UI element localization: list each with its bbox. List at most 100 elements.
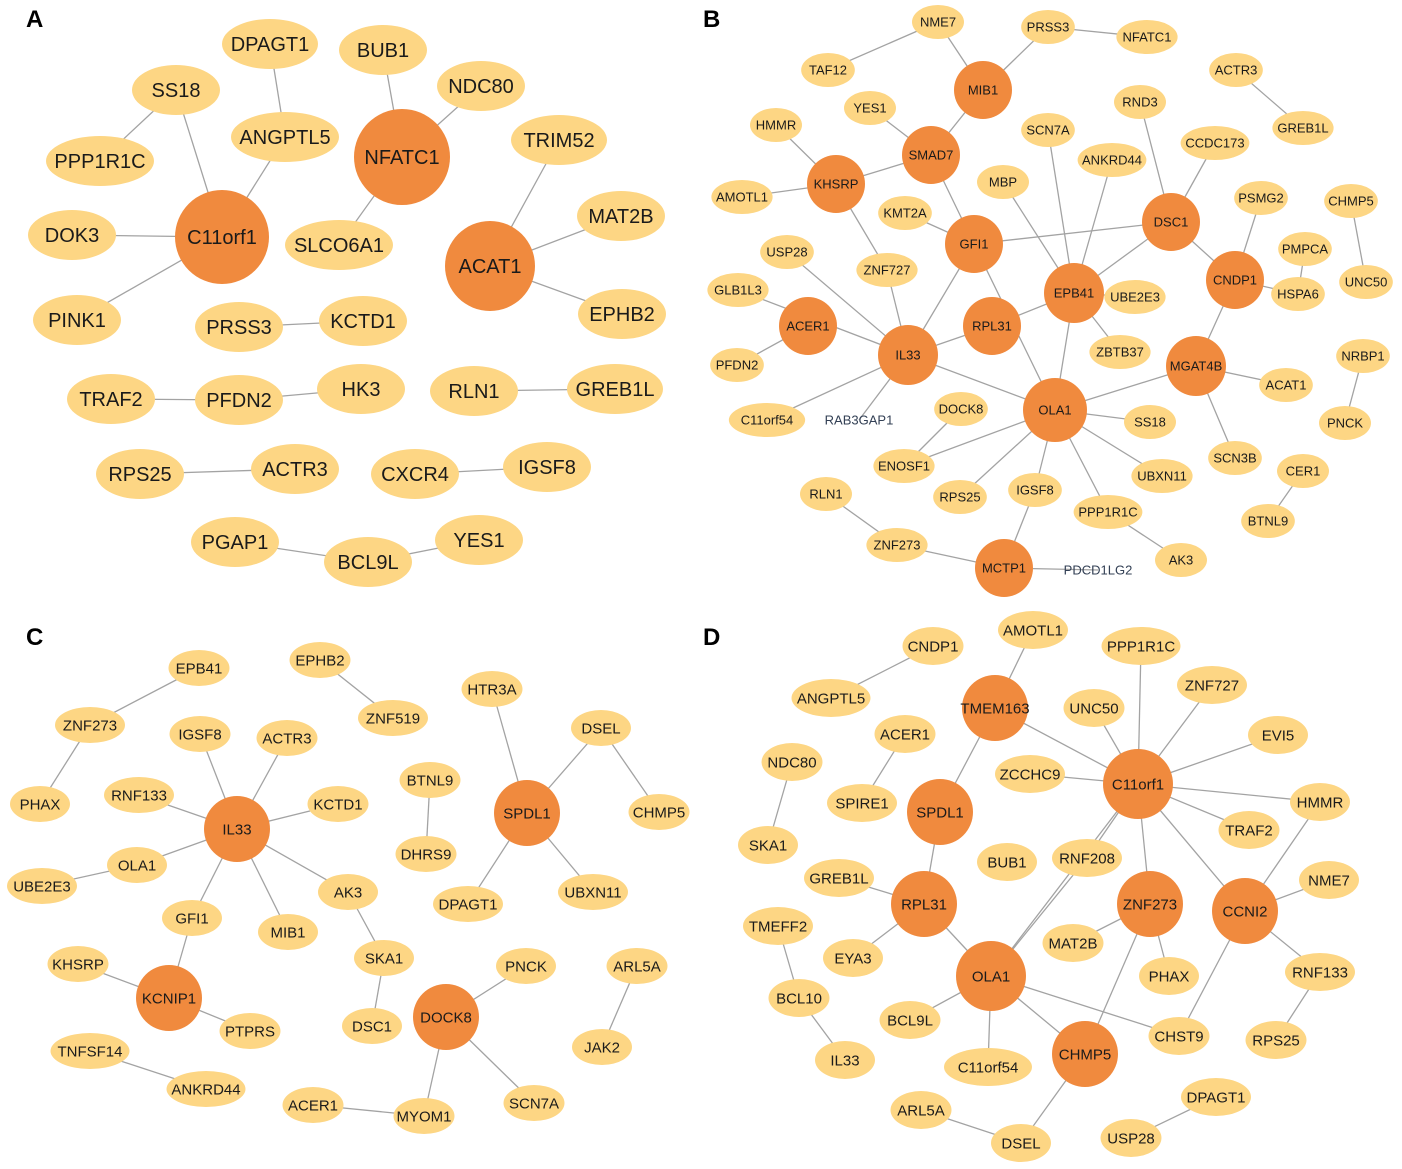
gene-label: AMOTL1	[1003, 622, 1063, 639]
gene-node-ellipse	[96, 449, 184, 499]
gene-label: HMMR	[1297, 794, 1344, 811]
gene-node-ellipse	[1324, 184, 1378, 218]
gene-node: DSEL	[991, 1124, 1051, 1162]
gene-node-ellipse	[1278, 232, 1332, 266]
interaction-edge	[973, 221, 1172, 245]
gene-label: YES1	[453, 530, 504, 552]
gene-node: PHAX	[1139, 957, 1199, 995]
gene-label: TNFSF14	[57, 1043, 122, 1060]
gene-node-ellipse	[912, 5, 964, 39]
gene-node-ellipse	[711, 180, 773, 214]
gene-node-ellipse	[168, 650, 230, 686]
gene-node-ellipse	[873, 449, 935, 483]
gene-node: EPHB2	[289, 642, 351, 678]
gene-node-ellipse	[1277, 454, 1329, 488]
gene-label: AK3	[1169, 553, 1194, 568]
gene-node-ellipse	[47, 946, 109, 982]
gene-node-ellipse	[571, 710, 631, 746]
gene-node: NME7	[912, 5, 964, 39]
hub-gene-node: IL33	[878, 325, 938, 385]
hub-node-circle	[902, 126, 960, 184]
gene-node-ellipse	[28, 210, 116, 260]
gene-node-ellipse	[738, 826, 798, 864]
gene-node-ellipse	[393, 1098, 455, 1134]
gene-node: C11orf54	[728, 403, 806, 437]
gene-node-ellipse	[572, 1029, 632, 1065]
gene-label: BTNL9	[407, 772, 454, 789]
gene-node-ellipse	[104, 777, 174, 813]
gene-node: ZNF273	[866, 528, 928, 562]
hub-gene-node: OLA1	[956, 941, 1026, 1011]
gene-node: UNC50	[1063, 689, 1125, 727]
gene-node: DPAGT1	[222, 19, 318, 69]
gene-node-ellipse	[628, 794, 690, 830]
gene-label: NFATC1	[1123, 30, 1172, 45]
gene-node-ellipse	[1248, 716, 1308, 754]
gene-node: AK3	[318, 874, 378, 910]
gene-label: TRAF2	[1225, 822, 1273, 839]
gene-label: ACER1	[880, 726, 930, 743]
gene-label: C11orf1	[1112, 776, 1164, 793]
hub-gene-node: KHSRP	[807, 155, 865, 213]
gene-node-ellipse	[1290, 783, 1350, 821]
gene-node: USP28	[760, 235, 814, 269]
gene-label: PSMG2	[1238, 191, 1284, 206]
gene-label: RLN1	[448, 381, 499, 403]
gene-node: PRSS3	[195, 302, 283, 352]
gene-node-ellipse	[1124, 405, 1176, 439]
gene-node: PPP1R1C	[46, 136, 154, 186]
gene-node-ellipse	[1021, 10, 1075, 44]
gene-label: SS18	[152, 80, 201, 102]
gene-label: HK3	[342, 379, 381, 401]
hub-gene-node: C11orf1	[1103, 749, 1173, 819]
gene-node-ellipse	[874, 715, 936, 753]
gene-node-ellipse	[169, 716, 231, 752]
gene-node-ellipse	[1272, 111, 1334, 145]
hub-gene-node: C11orf1	[175, 190, 269, 284]
gene-node: RNF208	[1052, 839, 1122, 877]
gene-label: ANKRD44	[171, 1081, 240, 1098]
gene-node-ellipse	[55, 707, 125, 743]
gene-node-ellipse	[1114, 85, 1166, 119]
hub-gene-node: IL33	[204, 796, 270, 862]
gene-node-ellipse	[844, 91, 896, 125]
gene-label: SPIRE1	[835, 795, 888, 812]
gene-node-ellipse	[991, 1124, 1051, 1162]
gene-node: ANGPTL5	[231, 112, 339, 162]
gene-node-ellipse	[710, 348, 764, 382]
gene-label: PNCK	[505, 958, 547, 975]
gene-label: ZCCHC9	[1000, 766, 1061, 783]
gene-label: DPAGT1	[1187, 1089, 1246, 1106]
panel-letter: C	[26, 624, 43, 651]
gene-node-ellipse	[339, 25, 427, 75]
gene-label: YES1	[853, 101, 886, 116]
gene-node-ellipse	[231, 112, 339, 162]
gene-node: UBE2E3	[7, 868, 77, 904]
gene-label: C11orf1	[187, 227, 257, 249]
gene-label: UNC50	[1069, 700, 1118, 717]
gene-node-ellipse	[1180, 126, 1250, 160]
gene-node-ellipse	[578, 289, 666, 339]
gene-node-ellipse	[890, 1091, 952, 1129]
gene-label: MAT2B	[588, 206, 653, 228]
gene-label: DSC1	[1154, 215, 1189, 230]
gene-node: TRIM52	[511, 115, 607, 165]
hub-node-circle	[878, 325, 938, 385]
gene-label: CHMP5	[633, 804, 686, 821]
gene-node: BTNL9	[399, 762, 461, 798]
hub-node-circle	[445, 221, 535, 311]
gene-node-ellipse	[1208, 441, 1262, 475]
gene-node-ellipse	[222, 19, 318, 69]
hub-node-circle	[413, 984, 479, 1050]
gene-label: DSEL	[581, 720, 620, 737]
gene-node: EVI5	[1248, 716, 1308, 754]
gene-label: EPHB2	[295, 652, 344, 669]
gene-node: ACAT1	[1259, 368, 1313, 402]
gene-node-ellipse	[743, 907, 813, 945]
gene-node: OLA1	[107, 847, 167, 883]
gene-node: ANGPTL5	[791, 679, 871, 717]
gene-label: CXCR4	[381, 464, 449, 486]
gene-label: EVI5	[1262, 727, 1295, 744]
